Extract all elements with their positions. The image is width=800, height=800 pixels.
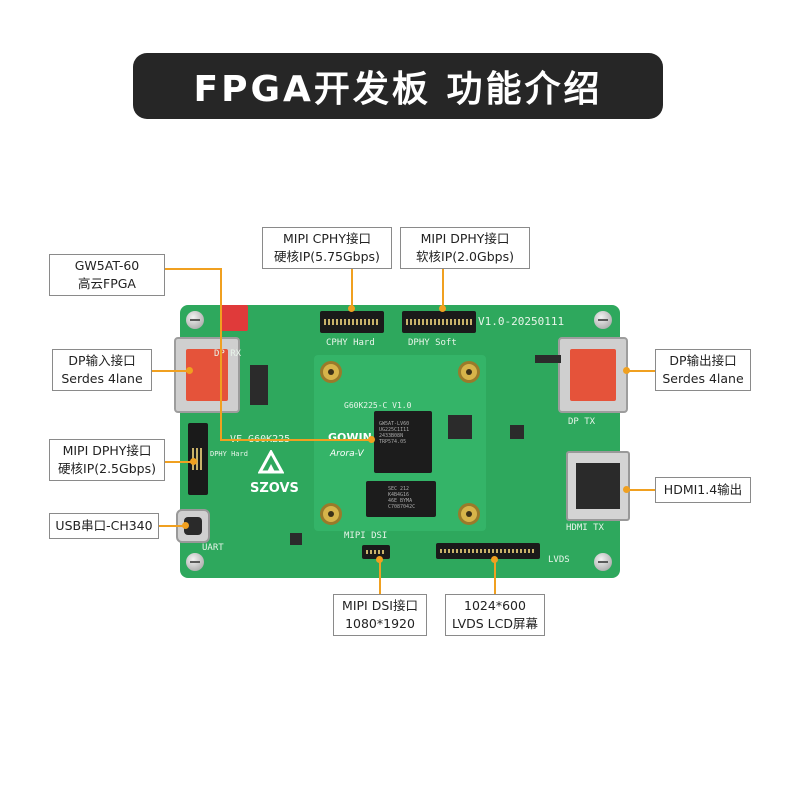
callout-gw5at-line2: 高云FPGA: [78, 276, 136, 291]
leader-line: [165, 268, 221, 270]
callout-gw5at-line1: GW5AT-60: [74, 258, 140, 273]
ddr-chip: SEC 212 K4B4G16 46E BYMA C7087042C: [366, 481, 436, 517]
callout-hdmi-line1: HDMI1.4输出: [663, 482, 743, 497]
screw-icon: [186, 311, 204, 329]
callout-dsi-line1: MIPI DSI接口: [342, 598, 418, 613]
core-module: G60K225-C V1.0 GOWIN Arora-V GW5AT-LV60 …: [314, 355, 486, 531]
cphy-hard-label: CPHY Hard: [326, 338, 375, 348]
leader-dot: [348, 305, 355, 312]
fpga-chip: GW5AT-LV60 UG225C1I11 2433B08N TRP574.05: [374, 411, 432, 473]
callout-usb-line1: USB串口-CH340: [55, 518, 153, 533]
callout-dphy-hard: MIPI DPHY接口 硬核IP(2.5Gbps): [49, 439, 165, 481]
ic-chip: [510, 425, 524, 439]
callout-dp-out-line1: DP输出接口: [669, 353, 737, 368]
module-label: G60K225-C V1.0: [344, 401, 412, 410]
leader-line: [494, 560, 496, 594]
leader-line: [220, 439, 372, 441]
leader-dot: [182, 522, 189, 529]
fpga-chip-marking: GW5AT-LV60 UG225C1I11 2433B08N TRP574.05: [379, 421, 410, 445]
power-connector: [220, 305, 248, 331]
callout-hdmi: HDMI1.4输出: [655, 477, 751, 503]
callout-dp-in: DP输入接口 Serdes 4lane: [52, 349, 152, 391]
dp-rx-label: DP RX: [214, 349, 242, 359]
leader-line: [442, 268, 444, 310]
leader-line: [379, 560, 381, 594]
screw-icon: [594, 311, 612, 329]
callout-dphy-hard-line1: MIPI DPHY接口: [62, 443, 152, 458]
ic-chip: [448, 415, 472, 439]
arora-label: Arora-V: [330, 449, 364, 459]
leader-dot: [190, 458, 197, 465]
leader-line: [351, 268, 353, 310]
mount-hole-icon: [320, 503, 342, 525]
leader-line: [158, 525, 186, 527]
dphy-hard-label: DPHY Hard: [210, 450, 248, 458]
callout-dphy-soft: MIPI DPHY接口 软核IP(2.0Gbps): [400, 227, 530, 269]
brand-label: SZOVS: [250, 481, 299, 496]
callout-cphy-line2: 硬核IP(5.75Gbps): [274, 249, 380, 264]
callout-dphy-hard-line2: 硬核IP(2.5Gbps): [58, 461, 156, 476]
gowin-logo: GOWIN: [328, 431, 372, 444]
dphy-soft-label: DPHY Soft: [408, 338, 457, 348]
mipi-dsi-connector: [362, 545, 390, 559]
callout-usb: USB串口-CH340: [49, 513, 159, 539]
leader-dot: [439, 305, 446, 312]
mount-hole-icon: [320, 361, 342, 383]
callout-dphy-soft-line1: MIPI DPHY接口: [420, 231, 510, 246]
ic-chip: [290, 533, 302, 545]
dp-output-port: [558, 337, 628, 413]
callout-cphy-line1: MIPI CPHY接口: [283, 231, 371, 246]
leader-line: [626, 489, 656, 491]
leader-dot: [368, 436, 375, 443]
screw-icon: [594, 553, 612, 571]
ddr-chip-marking: SEC 212 K4B4G16 46E BYMA C7087042C: [388, 486, 416, 510]
hdmi-port: [566, 451, 630, 521]
mipi-dsi-label: MIPI DSI: [344, 531, 388, 541]
ic-chip: [535, 355, 561, 363]
callout-dphy-soft-line2: 软核IP(2.0Gbps): [416, 249, 514, 264]
leader-dot: [491, 556, 498, 563]
leader-line: [152, 370, 190, 372]
cphy-fpc-connector: [320, 311, 384, 333]
leader-dot: [186, 367, 193, 374]
callout-gw5at: GW5AT-60 高云FPGA: [49, 254, 165, 296]
leader-line: [626, 370, 656, 372]
board-version-label: V1.0-20250111: [478, 315, 565, 328]
lvds-label: LVDS: [548, 555, 570, 565]
leader-line: [220, 268, 222, 440]
callout-lvds: 1024*600 LVDS LCD屏幕: [445, 594, 545, 636]
callout-dsi-line2: 1080*1920: [345, 616, 415, 631]
ic-chip: [250, 365, 268, 405]
leader-dot: [376, 556, 383, 563]
leader-dot: [623, 367, 630, 374]
fpga-board: V1.0-20250111 CPHY Hard DPHY Soft DP RX …: [174, 305, 630, 578]
leader-line: [164, 461, 194, 463]
page-title: FPGA开发板 功能介绍: [133, 53, 663, 119]
dp-tx-label: DP TX: [568, 417, 596, 427]
leader-dot: [623, 486, 630, 493]
screw-icon: [186, 553, 204, 571]
callout-dp-in-line1: DP输入接口: [68, 353, 136, 368]
callout-dsi: MIPI DSI接口 1080*1920: [333, 594, 427, 636]
callout-lvds-line2: LVDS LCD屏幕: [452, 616, 538, 631]
mount-hole-icon: [458, 503, 480, 525]
brand-logo-icon: [257, 448, 285, 474]
hdmi-tx-label: HDMI TX: [566, 523, 604, 533]
dphy-soft-fpc-connector: [402, 311, 476, 333]
lvds-fpc-connector: [436, 543, 540, 559]
callout-dp-out: DP输出接口 Serdes 4lane: [655, 349, 751, 391]
mount-hole-icon: [458, 361, 480, 383]
callout-dp-in-line2: Serdes 4lane: [61, 371, 143, 386]
callout-cphy: MIPI CPHY接口 硬核IP(5.75Gbps): [262, 227, 392, 269]
uart-label: UART: [202, 543, 224, 553]
callout-dp-out-line2: Serdes 4lane: [662, 371, 744, 386]
callout-lvds-line1: 1024*600: [464, 598, 526, 613]
